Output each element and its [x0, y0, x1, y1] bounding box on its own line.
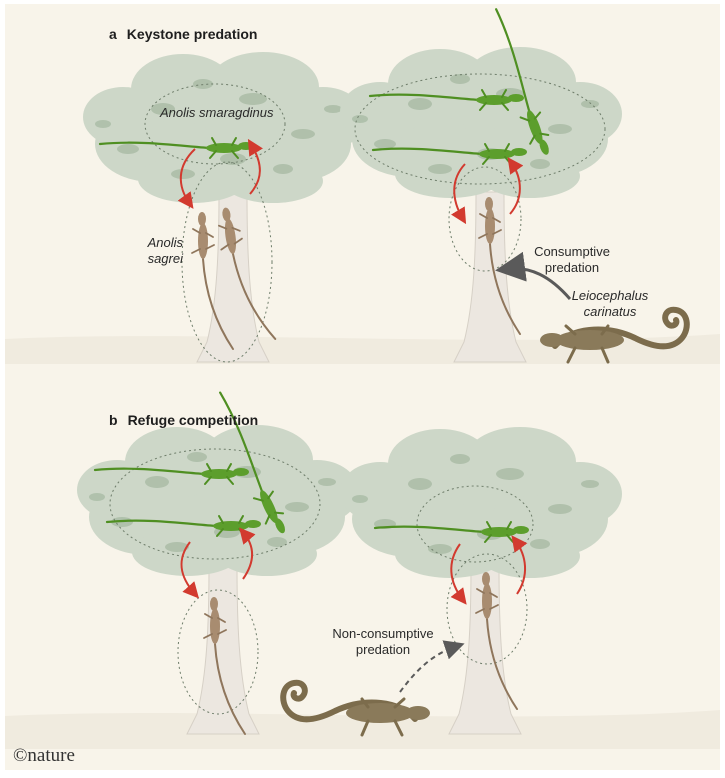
nature-logo: ©nature [13, 745, 75, 767]
panel-a-heading: a Keystone predation [109, 26, 258, 42]
figure: aKeystone predation bRefuge competition … [5, 4, 720, 770]
label-consumptive-line1: Consumptive [517, 244, 627, 260]
label-consumptive-line2: predation [517, 260, 627, 276]
label-leiocephalus-line1: Leiocephalus [560, 288, 660, 304]
label-anolis-sagrei-line1: Anolis [125, 235, 183, 251]
panel-b-title: Refuge competition [128, 412, 259, 428]
panel-a-letter: a [109, 26, 117, 42]
panel-b-letter: b [109, 412, 118, 428]
tree-b-right [340, 427, 622, 734]
label-anolis-sagrei: Anolis sagrei [125, 235, 183, 267]
label-anolis-smaragdinus: Anolis smaragdinus [160, 105, 273, 121]
panel-b-heading: b Refuge competition [109, 412, 258, 428]
label-non-consumptive-line1: Non-consumptive [323, 626, 443, 642]
label-non-consumptive-predation: Non-consumptive predation [323, 626, 443, 658]
label-leiocephalus-carinatus: Leiocephalus carinatus [560, 288, 660, 320]
label-non-consumptive-line2: predation [323, 642, 443, 658]
label-anolis-sagrei-line2: sagrei [125, 251, 183, 267]
label-consumptive-predation: Consumptive predation [517, 244, 627, 276]
label-leiocephalus-line2: carinatus [560, 304, 660, 320]
panel-a-title: Keystone predation [127, 26, 258, 42]
tree-a-left [83, 52, 365, 362]
